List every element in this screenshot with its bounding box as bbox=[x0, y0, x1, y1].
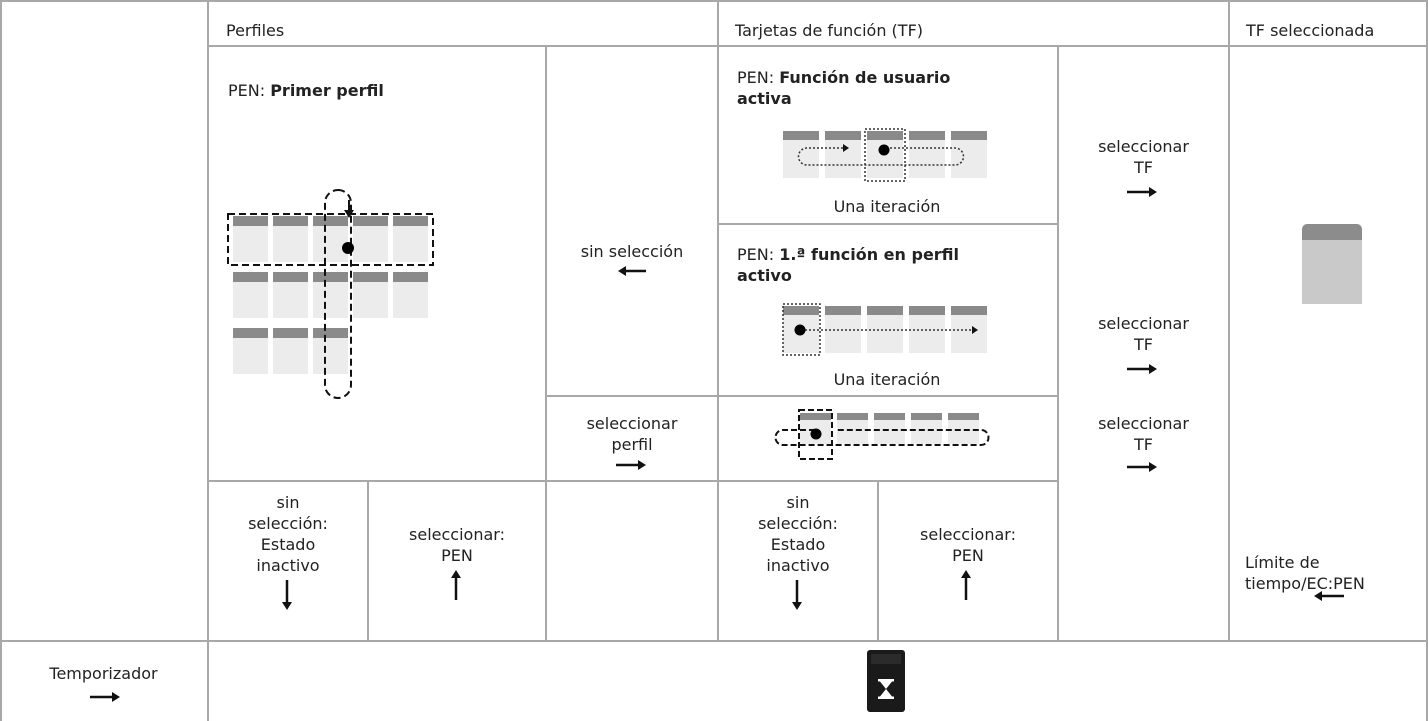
fc-active-user-diagram bbox=[783, 128, 987, 182]
profiles-scan-diagram bbox=[227, 189, 434, 399]
arrow-left-icon bbox=[1314, 591, 1344, 601]
selected-fc-card bbox=[1302, 224, 1362, 304]
fc-profile-scan-diagram bbox=[774, 409, 990, 460]
header-selected-fc: TF seleccionada bbox=[1246, 21, 1375, 40]
fc-first-in-profile-title-line2: activo bbox=[737, 266, 792, 285]
arrow-right-icon bbox=[616, 460, 646, 470]
hourglass-device-icon bbox=[867, 650, 905, 712]
select-fc-1-line2: TF bbox=[1134, 158, 1153, 177]
profiles-cell-title: PEN: Primer perfil bbox=[228, 81, 384, 100]
arrow-up-icon bbox=[451, 570, 461, 600]
select-profile-line2: perfil bbox=[611, 435, 653, 454]
fc-active-user-title: PEN: Función de usuario bbox=[737, 68, 951, 87]
fc-active-user-title-line2: activa bbox=[737, 89, 792, 108]
arrow-right-icon bbox=[90, 692, 120, 702]
arrow-up-icon bbox=[961, 570, 971, 600]
timer-label: Temporizador bbox=[49, 664, 158, 683]
arrow-down-icon bbox=[792, 580, 802, 610]
select-fc-2-line2: TF bbox=[1134, 335, 1153, 354]
card-row-3 bbox=[233, 328, 348, 374]
arrow-right-icon bbox=[1127, 187, 1157, 197]
fc-first-in-profile-title: PEN: 1.ª función en perfil bbox=[737, 245, 960, 264]
select-fc-1-line1: seleccionar bbox=[1098, 137, 1189, 156]
fc-first-in-profile-diagram bbox=[782, 303, 987, 356]
fc-first-in-profile-caption: Una iteración bbox=[833, 370, 941, 389]
fc-active-user-caption: Una iteración bbox=[833, 197, 941, 216]
header-profiles: Perfiles bbox=[226, 21, 285, 40]
select-fc-3-line2: TF bbox=[1134, 435, 1153, 454]
arrow-down-icon bbox=[282, 580, 292, 610]
card-row-1 bbox=[233, 216, 428, 262]
timeout-line2: tiempo/EC:PEN bbox=[1245, 574, 1365, 593]
card-row-2 bbox=[233, 272, 428, 318]
select-fc-2-line1: seleccionar bbox=[1098, 314, 1189, 333]
arrow-right-icon bbox=[1127, 364, 1157, 374]
select-profile-line1: seleccionar bbox=[586, 414, 678, 433]
arrow-left-icon bbox=[618, 266, 646, 276]
arrow-right-icon bbox=[1127, 462, 1157, 472]
timeout-line1: Límite de bbox=[1245, 553, 1320, 572]
select-fc-3-line1: seleccionar bbox=[1098, 414, 1189, 433]
header-function-cards: Tarjetas de función (TF) bbox=[735, 21, 924, 40]
no-selection-label: sin selección bbox=[580, 242, 684, 261]
